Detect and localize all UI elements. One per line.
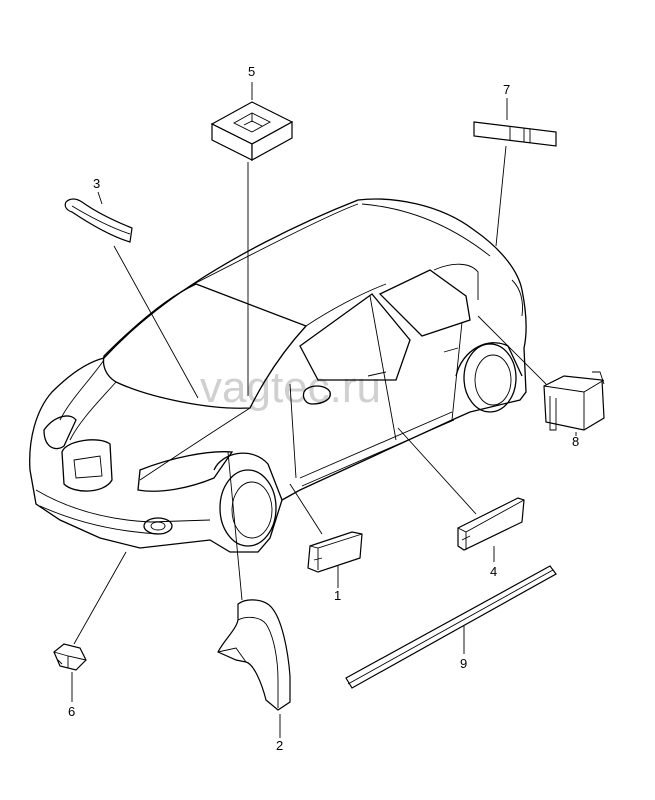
leader-lines bbox=[71, 82, 577, 738]
callout-7: 7 bbox=[503, 82, 510, 97]
callout-9: 9 bbox=[460, 656, 467, 671]
callout-labels: 5 7 3 8 1 4 9 2 6 bbox=[68, 64, 579, 753]
part-4-rear-sill-insulation bbox=[457, 497, 525, 551]
part-9-side-sill-strip bbox=[345, 565, 557, 689]
part-3-windscreen-trim bbox=[64, 198, 133, 243]
part-7-rear-roof-strip bbox=[473, 121, 557, 147]
callout-3: 3 bbox=[93, 176, 100, 191]
part-1-front-sill-insulation bbox=[307, 531, 363, 573]
callout-6: 6 bbox=[68, 704, 75, 719]
callout-2: 2 bbox=[276, 738, 283, 753]
part-5-roof-foam-block bbox=[210, 101, 294, 162]
callout-8: 8 bbox=[572, 434, 579, 449]
callout-4: 4 bbox=[490, 564, 497, 579]
part-2-a-pillar-foam-insert bbox=[217, 599, 291, 711]
part-6-bumper-clip bbox=[53, 643, 87, 671]
callout-5: 5 bbox=[248, 64, 255, 79]
part-8-rear-quarter-block bbox=[543, 371, 605, 431]
callout-1: 1 bbox=[334, 588, 341, 603]
